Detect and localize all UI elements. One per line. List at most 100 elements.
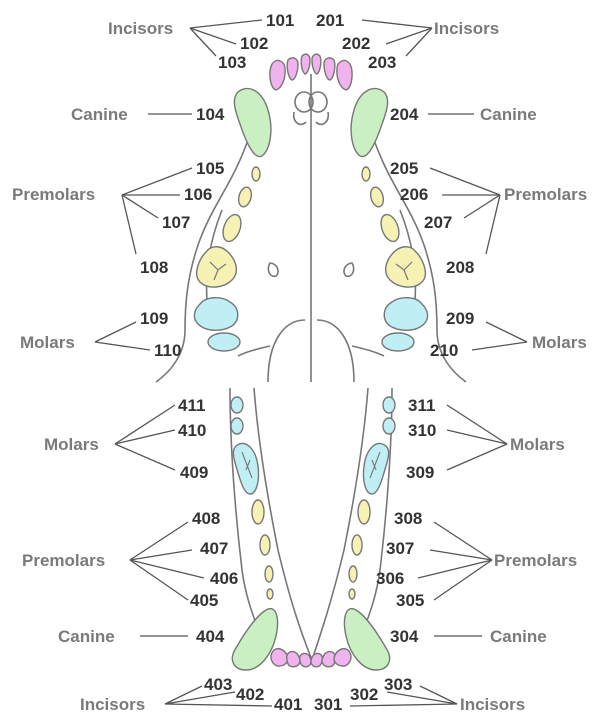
num-105: 105 bbox=[196, 159, 224, 178]
tooth-205 bbox=[362, 167, 370, 181]
tooth-305 bbox=[349, 589, 355, 599]
tooth-201 bbox=[312, 54, 321, 74]
tooth-404 bbox=[232, 609, 277, 670]
num-304: 304 bbox=[390, 627, 419, 646]
tooth-numbers: 101 102 103 104 105 106 107 108 109 110 … bbox=[140, 11, 474, 713]
num-410: 410 bbox=[178, 421, 206, 440]
num-404: 404 bbox=[196, 627, 225, 646]
label-lower-left-molars: Molars bbox=[510, 435, 565, 454]
tooth-105 bbox=[252, 167, 260, 181]
tooth-209 bbox=[384, 298, 427, 331]
num-106: 106 bbox=[184, 185, 212, 204]
tooth-110 bbox=[208, 333, 240, 351]
label-upper-left-premolars: Premolars bbox=[504, 185, 587, 204]
num-309: 309 bbox=[406, 463, 434, 482]
num-103: 103 bbox=[218, 53, 246, 72]
tooth-202 bbox=[324, 58, 335, 80]
num-104: 104 bbox=[196, 105, 225, 124]
num-205: 205 bbox=[390, 159, 418, 178]
tooth-401 bbox=[300, 653, 311, 666]
num-207: 207 bbox=[424, 213, 452, 232]
label-lower-right-premolars: Premolars bbox=[22, 551, 105, 570]
num-406: 406 bbox=[210, 569, 238, 588]
tooth-206 bbox=[369, 186, 386, 208]
num-401: 401 bbox=[274, 695, 302, 713]
tooth-107 bbox=[220, 212, 245, 244]
tooth-310 bbox=[383, 418, 395, 434]
label-upper-right-premolars: Premolars bbox=[12, 185, 95, 204]
tooth-403 bbox=[271, 649, 288, 666]
num-209: 209 bbox=[446, 309, 474, 328]
num-308: 308 bbox=[394, 509, 422, 528]
tooth-210 bbox=[382, 333, 414, 351]
tooth-406 bbox=[265, 566, 273, 582]
tooth-410 bbox=[231, 418, 243, 434]
tooth-303 bbox=[334, 649, 351, 666]
num-202: 202 bbox=[342, 34, 370, 53]
num-107: 107 bbox=[162, 213, 190, 232]
num-408: 408 bbox=[192, 509, 220, 528]
tooth-304 bbox=[344, 609, 389, 670]
tooth-104 bbox=[234, 89, 271, 157]
num-201: 201 bbox=[316, 11, 344, 30]
tooth-311 bbox=[383, 397, 395, 413]
num-102: 102 bbox=[240, 34, 268, 53]
num-203: 203 bbox=[368, 53, 396, 72]
label-lower-left-canine: Canine bbox=[490, 627, 547, 646]
num-108: 108 bbox=[140, 258, 168, 277]
num-208: 208 bbox=[446, 258, 474, 277]
num-204: 204 bbox=[390, 105, 419, 124]
label-lower-left-premolars: Premolars bbox=[494, 551, 577, 570]
label-lower-right-incisors: Incisors bbox=[80, 695, 145, 713]
tooth-106 bbox=[237, 186, 254, 208]
tooth-108 bbox=[197, 247, 237, 287]
num-210: 210 bbox=[430, 341, 458, 360]
num-405: 405 bbox=[190, 591, 218, 610]
tooth-308 bbox=[358, 500, 370, 524]
tooth-103 bbox=[270, 61, 285, 90]
tooth-109 bbox=[194, 298, 237, 331]
num-110: 110 bbox=[154, 341, 181, 360]
tooth-411 bbox=[231, 397, 243, 413]
num-305: 305 bbox=[396, 591, 424, 610]
group-labels: Incisors Incisors Canine Canine Premolar… bbox=[12, 19, 587, 713]
num-302: 302 bbox=[350, 685, 378, 704]
label-lower-left-incisors: Incisors bbox=[460, 695, 525, 713]
tooth-402 bbox=[287, 652, 300, 667]
label-upper-left-canine: Canine bbox=[480, 105, 537, 124]
label-lower-right-canine: Canine bbox=[58, 627, 115, 646]
num-402: 402 bbox=[236, 685, 264, 704]
num-109: 109 bbox=[140, 309, 168, 328]
tooth-203 bbox=[337, 61, 352, 90]
tooth-405 bbox=[267, 589, 273, 599]
num-301: 301 bbox=[314, 695, 342, 713]
num-307: 307 bbox=[386, 539, 414, 558]
num-311: 311 bbox=[408, 396, 435, 415]
tooth-301 bbox=[311, 653, 322, 666]
tooth-407 bbox=[260, 535, 270, 555]
num-101: 101 bbox=[266, 11, 294, 30]
label-lower-right-molars: Molars bbox=[44, 435, 99, 454]
num-306: 306 bbox=[376, 569, 404, 588]
num-409: 409 bbox=[180, 463, 208, 482]
label-upper-right-canine: Canine bbox=[71, 105, 128, 124]
tooth-204 bbox=[351, 89, 388, 157]
num-403: 403 bbox=[204, 675, 232, 694]
lower-teeth bbox=[231, 397, 395, 670]
tooth-101 bbox=[301, 54, 310, 74]
tooth-306 bbox=[349, 566, 357, 582]
num-411: 411 bbox=[178, 396, 205, 415]
num-303: 303 bbox=[384, 675, 412, 694]
tooth-408 bbox=[252, 500, 264, 524]
label-upper-right-molars: Molars bbox=[20, 333, 75, 352]
label-upper-left-molars: Molars bbox=[532, 333, 587, 352]
tooth-307 bbox=[352, 535, 362, 555]
num-206: 206 bbox=[400, 185, 428, 204]
label-upper-left-incisors: Incisors bbox=[434, 19, 499, 38]
label-upper-right-incisors: Incisors bbox=[108, 19, 173, 38]
tooth-302 bbox=[322, 652, 335, 667]
num-407: 407 bbox=[200, 539, 228, 558]
tooth-102 bbox=[287, 58, 298, 80]
tooth-208 bbox=[386, 247, 426, 287]
